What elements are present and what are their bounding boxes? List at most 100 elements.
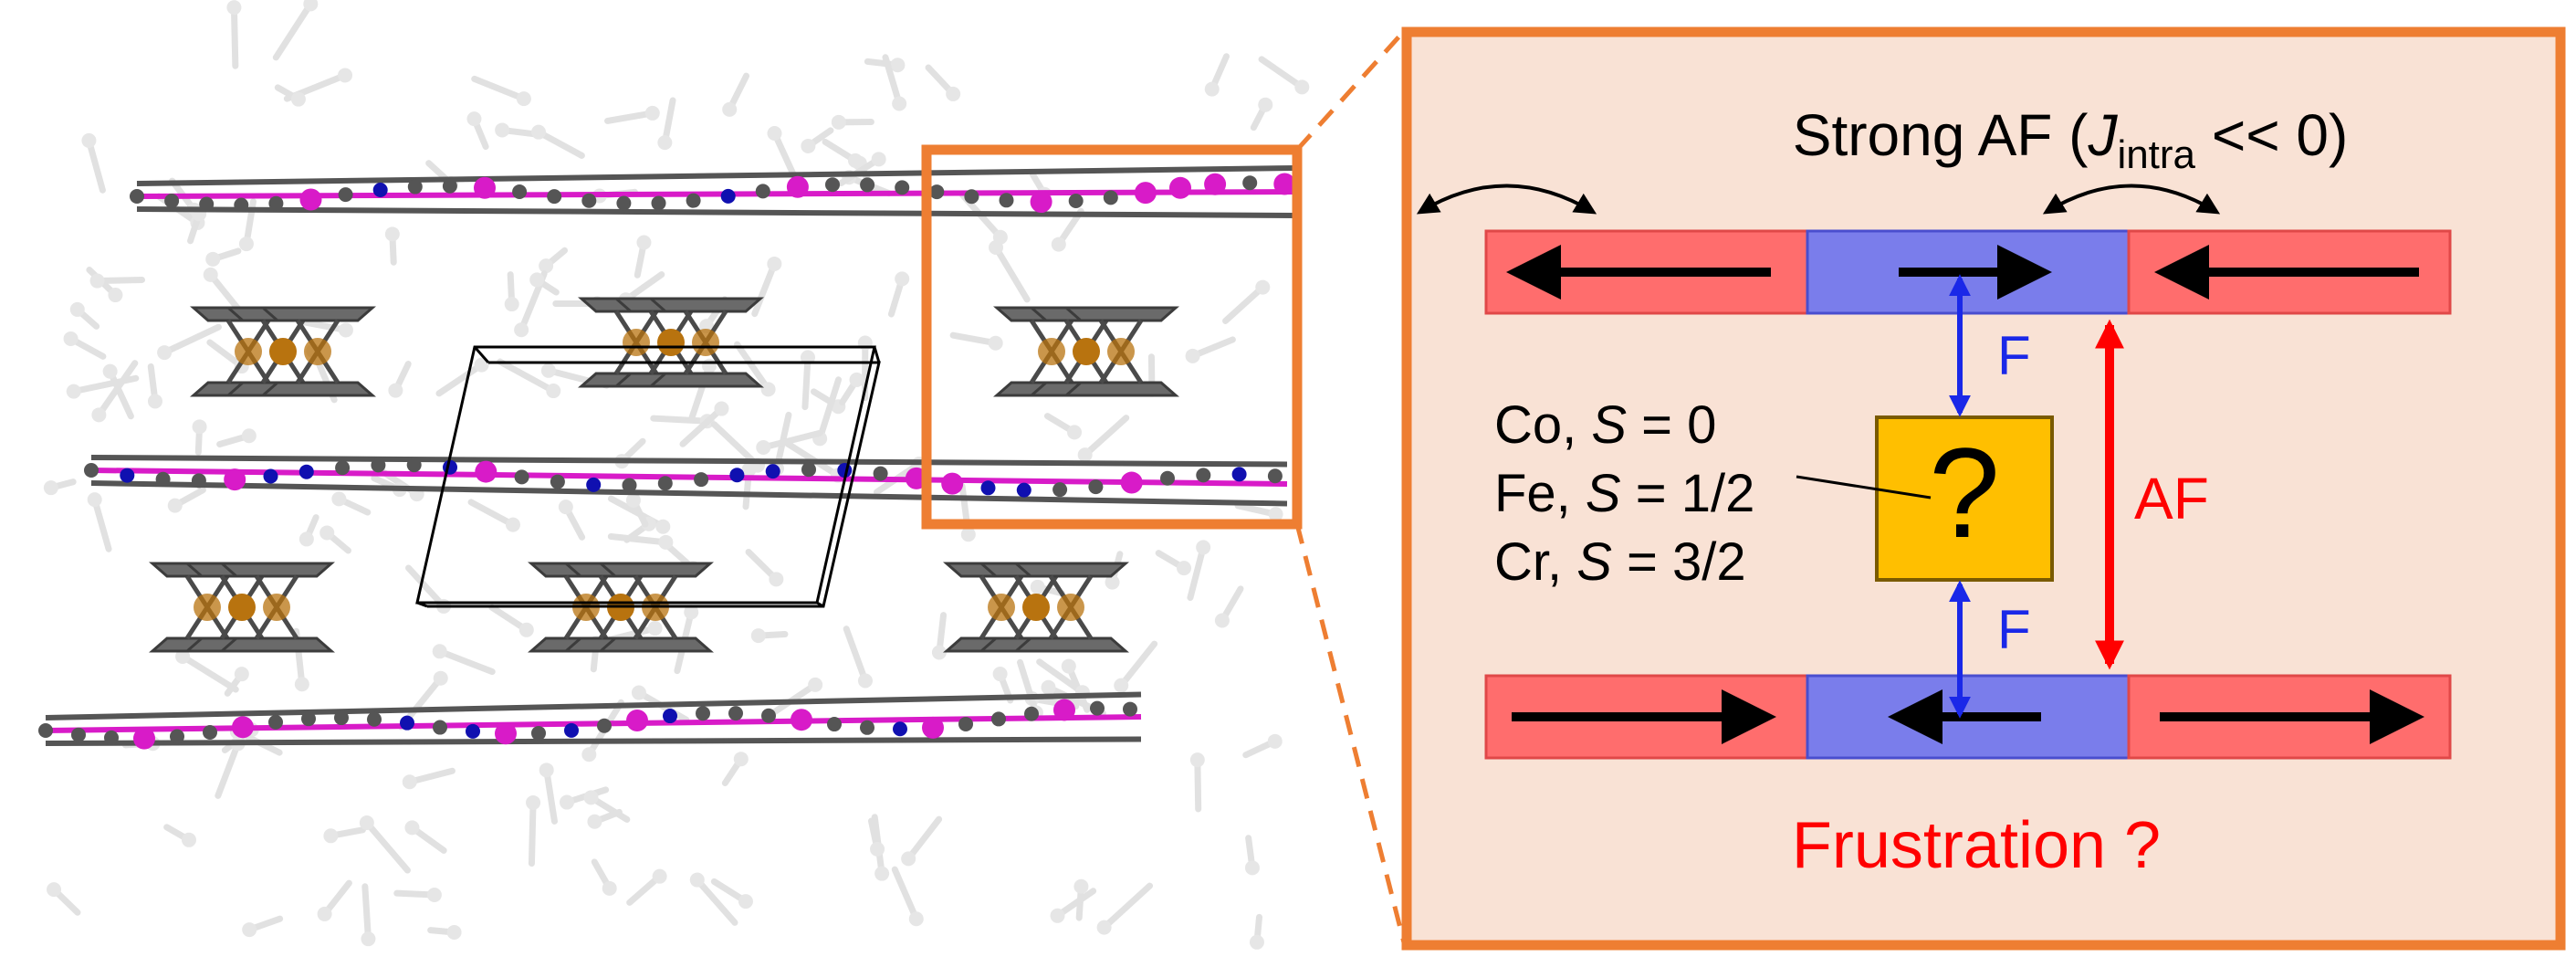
framework-atom: [722, 101, 738, 117]
chain-atom: [133, 727, 155, 750]
framework-atom: [433, 670, 448, 686]
framework-atom: [1249, 934, 1264, 950]
framework-atom: [647, 621, 663, 636]
species-cr: Cr, S = 3/2: [1494, 532, 1746, 592]
framework-bond: [650, 415, 711, 425]
chain-atom: [1196, 468, 1211, 483]
framework-bond: [95, 360, 139, 418]
framework-bond: [107, 368, 134, 420]
metal-atom: [263, 594, 290, 621]
chain-atom: [755, 184, 770, 199]
framework-atom: [539, 762, 554, 778]
chain-atom: [495, 722, 517, 745]
framework-bond: [891, 866, 920, 922]
framework-bond: [1036, 658, 1086, 696]
framework-atom: [384, 226, 400, 242]
chain-atom: [164, 193, 180, 208]
framework-atom: [317, 906, 332, 921]
framework-atom: [294, 677, 309, 692]
cp-ring: [218, 636, 335, 653]
chain-atom: [616, 195, 632, 211]
chain-atom: [400, 715, 414, 731]
framework-atom: [1244, 860, 1260, 876]
chain-atom: [234, 197, 249, 213]
framework-atom: [338, 68, 353, 83]
framework-atom: [1073, 878, 1089, 894]
chain-atom: [694, 472, 709, 488]
framework-atom: [167, 498, 183, 513]
framework-atom: [359, 815, 374, 831]
chain-atom: [622, 478, 637, 493]
framework-atom: [992, 229, 1008, 245]
framework-atom: [831, 114, 846, 130]
chain-atom: [686, 193, 701, 208]
chain-atom: [765, 464, 780, 479]
metal-atom: [1073, 338, 1100, 365]
framework-atom: [518, 622, 534, 637]
chain-atom: [71, 727, 86, 742]
antiferro-coupling-label: AF: [2134, 466, 2209, 531]
chain-atom: [84, 463, 99, 478]
framework-bond: [435, 362, 486, 397]
framework-atom: [157, 345, 173, 361]
chain-atom: [791, 709, 812, 731]
metal-atom: [1107, 338, 1135, 365]
framework-bond: [1194, 756, 1202, 813]
framework-atom: [1294, 79, 1310, 95]
framework-bond: [992, 244, 1031, 303]
metallocene-stacks: [149, 297, 1179, 653]
framework-atom: [808, 677, 823, 692]
chain-atom: [299, 188, 322, 211]
framework-atom: [432, 644, 447, 659]
chain-atom: [550, 474, 565, 489]
framework-bond: [905, 815, 943, 862]
framework-atom: [801, 138, 816, 153]
chain-atom: [786, 175, 809, 198]
cp-ring: [647, 297, 764, 313]
framework-atom: [108, 288, 123, 303]
ligand-chains: [38, 165, 1297, 750]
framework-atom: [652, 868, 667, 884]
chain-atom: [1030, 191, 1052, 214]
chain-bond: [45, 714, 1142, 733]
cp-ring: [597, 562, 714, 578]
chain-atom: [729, 468, 745, 483]
chain-atom: [442, 178, 457, 194]
framework-atom: [89, 273, 105, 289]
framework-atom: [504, 297, 519, 312]
chain-atom: [104, 730, 119, 745]
framework-atom: [988, 335, 1003, 351]
chain-atom: [466, 723, 480, 739]
zoom-selection-box: [921, 144, 1303, 530]
framework-atom: [890, 58, 906, 73]
metal-atom: [269, 338, 297, 365]
framework-atom: [529, 272, 545, 288]
framework-atom: [870, 841, 885, 857]
chain-atom: [657, 476, 673, 491]
framework-bond: [710, 421, 761, 469]
zoom-connectors: [1294, 27, 1408, 951]
framework-atom: [234, 667, 249, 682]
chain-atom: [626, 709, 648, 731]
chain-bond: [90, 455, 1288, 468]
cp-ring: [259, 381, 376, 397]
chain-atom: [1160, 470, 1175, 486]
framework-bond: [215, 740, 242, 799]
framework-bond: [1017, 658, 1040, 716]
chain-bond: [45, 691, 1142, 720]
chain-atom: [1053, 699, 1075, 721]
framework-bond: [406, 767, 456, 785]
framework-bond: [543, 766, 558, 825]
chain-atom: [597, 718, 612, 733]
framework-atom: [769, 572, 784, 587]
framework-atom: [800, 350, 815, 365]
framework-bond: [679, 405, 725, 447]
chain-atom: [1134, 182, 1157, 205]
framework-atom: [895, 271, 910, 287]
framework-bond: [816, 376, 843, 442]
framework-atom: [1041, 679, 1056, 695]
framework-atom: [1267, 733, 1283, 749]
chain-atom: [298, 464, 314, 479]
chain-atom: [1120, 471, 1143, 494]
